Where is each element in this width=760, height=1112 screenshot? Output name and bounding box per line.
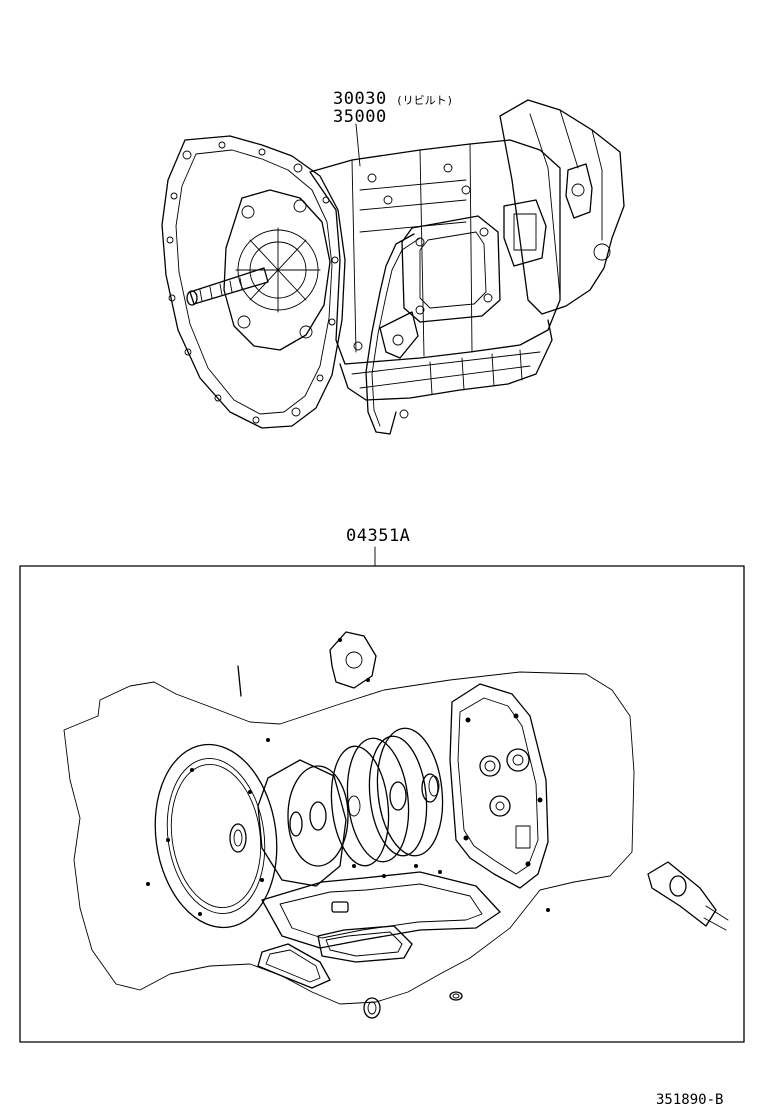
assembly-part-number-1: 30030 <box>333 89 387 109</box>
illustration-number: 351890-B <box>656 1092 723 1108</box>
assembly-callout: 30030 (リビルト) 35000 <box>333 89 453 167</box>
gasket-kit-part-number: 04351A <box>346 526 410 546</box>
transmission-assembly-illustration <box>161 99 625 435</box>
assembly-part-number-2: 35000 <box>333 107 387 127</box>
gasket-kit-frame <box>19 565 745 1043</box>
assembly-part-note: (リビルト) <box>396 94 453 107</box>
gasket-kit-callout: 04351A <box>346 526 410 567</box>
gasket-kit-illustration <box>63 631 729 1019</box>
